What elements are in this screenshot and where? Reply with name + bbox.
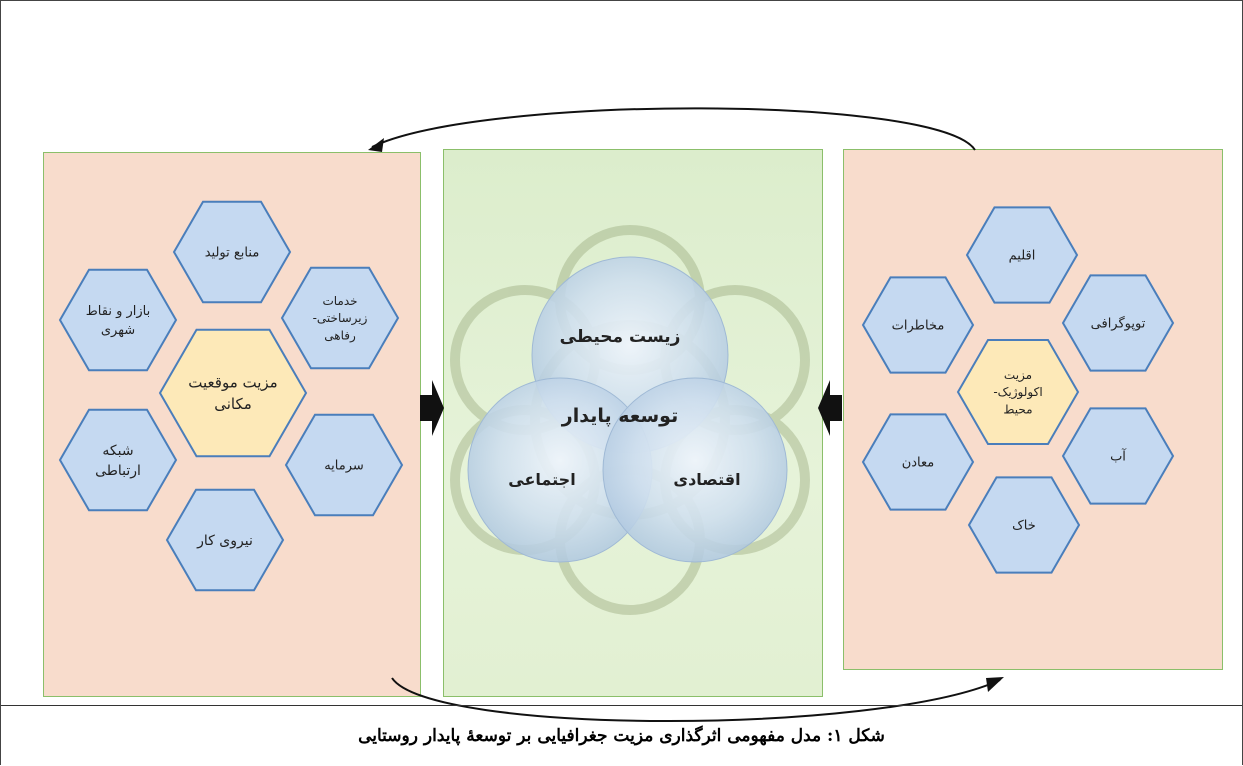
hex-infrastructure-services-label: خدمات — [322, 294, 357, 308]
sustainability-blob — [467, 256, 788, 563]
hex-climate-label: اقلیم — [1009, 249, 1036, 264]
economic-label: اقتصادی — [673, 470, 740, 489]
hex-soil-shape — [967, 476, 1081, 574]
hex-topography-label: توپوگرافی — [1091, 316, 1146, 332]
figure-caption: شکل ۱: مدل مفهومی اثرگذاری مزیت جغرافیای… — [358, 726, 885, 746]
hex-minerals-shape — [861, 413, 975, 511]
caption-divider — [0, 705, 1243, 706]
hex-communication-network-shape — [58, 408, 178, 512]
hex-location-advantage-label: مکانی — [214, 395, 252, 413]
hex-capital: سرمایه — [284, 413, 404, 517]
hex-infrastructure-services-label: رفاهی — [324, 329, 356, 344]
hex-location-advantage-shape — [158, 328, 308, 458]
environment-label: زیست محیطی — [560, 327, 681, 347]
hex-labor-force: نیروی کار — [165, 488, 285, 592]
hex-hazards: مخاطرات — [861, 276, 975, 374]
bottom-curved-arrow — [391, 677, 1001, 722]
hex-location-advantage-label: مزیت موقعیت — [188, 373, 277, 391]
hex-communication-network-label: شبکه — [102, 443, 133, 459]
hex-climate: اقلیم — [965, 206, 1079, 304]
hex-market-urban-points: بازار و نقاط شهری — [58, 268, 178, 372]
hex-ecological-advantage-label: اکولوژیک- — [993, 385, 1042, 400]
hex-production-resources-shape — [172, 200, 292, 304]
hex-ecological-advantage-shape — [956, 339, 1080, 445]
sustainable-development-title: توسعه پایدار — [561, 405, 678, 427]
hex-ecological-advantage-label: محیط — [1003, 403, 1032, 417]
hex-climate-shape — [965, 206, 1079, 304]
hex-water-shape — [1061, 407, 1175, 505]
hex-labor-force-label: نیروی کار — [196, 533, 253, 549]
hex-production-resources-label: منابع تولید — [205, 246, 260, 261]
hex-water: آب — [1061, 407, 1175, 505]
hex-topography-shape — [1061, 274, 1175, 372]
hex-market-urban-points-label: بازار و نقاط — [86, 304, 150, 319]
hex-infrastructure-services-shape — [280, 266, 400, 370]
bottom-arrowhead — [986, 677, 1004, 692]
hex-minerals-label: معادن — [902, 456, 935, 471]
hex-soil: خاک — [967, 476, 1081, 574]
hex-ecological-advantage: مزیت اکولوژیک- محیط — [956, 339, 1080, 445]
hex-minerals: معادن — [861, 413, 975, 511]
hex-location-advantage: مزیت موقعیت مکانی — [158, 328, 308, 458]
left-block-arrow — [420, 380, 444, 436]
hex-soil-label: خاک — [1012, 519, 1036, 534]
hex-infrastructure-services: خدمات زیرساختی- رفاهی — [280, 266, 400, 370]
top-arrowhead — [368, 138, 384, 152]
top-curved-arrow — [371, 107, 976, 151]
hex-water-label: آب — [1110, 448, 1127, 465]
hex-production-resources: منابع تولید — [172, 200, 292, 304]
hex-hazards-label: مخاطرات — [892, 319, 945, 334]
hex-market-urban-points-shape — [58, 268, 178, 372]
hex-ecological-advantage-label: مزیت — [1004, 368, 1032, 383]
hex-topography: توپوگرافی — [1061, 274, 1175, 372]
hex-market-urban-points-label: شهری — [101, 323, 135, 338]
right-block-arrow — [818, 380, 842, 436]
hex-hazards-shape — [861, 276, 975, 374]
hex-communication-network-label: ارتباطی — [95, 463, 141, 479]
hex-infrastructure-services-label: زیرساختی- — [313, 311, 368, 326]
hex-communication-network: شبکه ارتباطی — [58, 408, 178, 512]
hex-capital-label: سرمایه — [324, 459, 364, 474]
hex-labor-force-shape — [165, 488, 285, 592]
hex-capital-shape — [284, 413, 404, 517]
social-label: اجتماعی — [508, 470, 575, 489]
